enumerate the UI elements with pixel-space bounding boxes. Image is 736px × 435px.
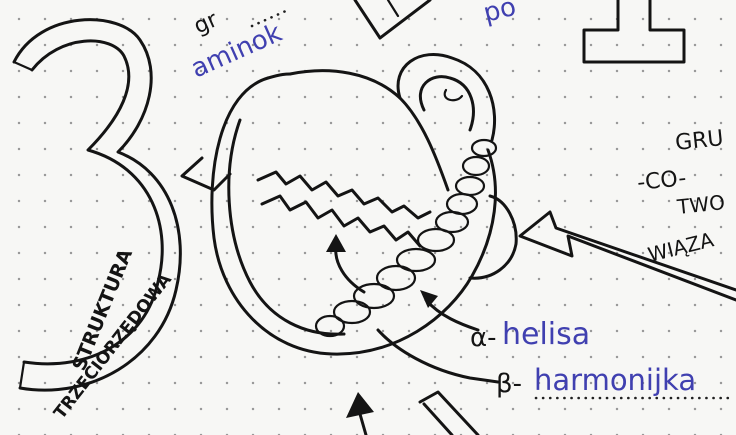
alpha-label: helisa: [502, 317, 590, 352]
zigzag-sheet-icon: [258, 172, 430, 246]
right-fragment-label-1: GRU: [674, 126, 725, 156]
right-fragment-label-2: -CO-: [636, 166, 688, 196]
alpha-prefix: α-: [470, 323, 497, 353]
bottom-block-arrow-left: [346, 392, 374, 435]
right-fragment-label-3: TWO: [675, 190, 726, 219]
top-diamond-box: [355, 0, 430, 38]
top-fragment-label-3: po: [480, 0, 519, 29]
arrow-head-icon: [326, 234, 364, 292]
top-right-cross-shape: [584, 0, 684, 62]
left-block-arrow: [182, 158, 230, 190]
helix-coil-icon: [316, 140, 496, 336]
right-fragment-label-4: WIĄZA: [645, 227, 716, 267]
beta-label: harmonijka: [534, 363, 696, 397]
beta-prefix: β-: [496, 369, 522, 399]
top-fragment-label-1: gr: [190, 7, 222, 40]
right-block-arrow: [520, 212, 736, 300]
bottom-block-arrow-right: [420, 392, 478, 435]
